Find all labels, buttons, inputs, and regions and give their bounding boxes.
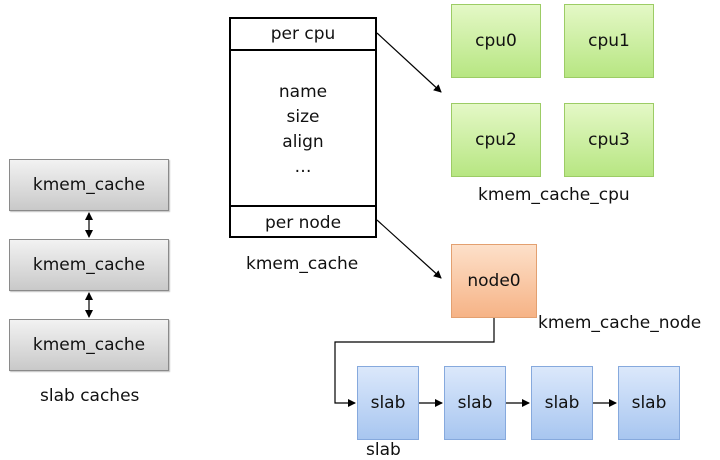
- cpu-box-1: cpu1: [564, 4, 654, 78]
- cpu-label: cpu0: [475, 31, 517, 51]
- kmem-cache-box-2: kmem_cache: [9, 239, 169, 291]
- field-align: align: [282, 132, 324, 152]
- field-name: name: [278, 82, 328, 102]
- cpu-label: cpu2: [475, 130, 517, 150]
- node-label: node0: [467, 271, 521, 291]
- slab-caption: slab: [366, 440, 401, 460]
- slab-box-2: slab: [444, 366, 506, 440]
- slab-caches-caption: slab caches: [40, 386, 140, 406]
- cpu-box-0: cpu0: [451, 4, 541, 78]
- slab-label: slab: [544, 393, 580, 413]
- cpu-label: cpu3: [588, 130, 630, 150]
- kmem-cache-label: kmem_cache: [32, 335, 146, 355]
- cpu-box-2: cpu2: [451, 103, 541, 177]
- cpu-box-3: cpu3: [564, 103, 654, 177]
- per-node-arrow: [376, 219, 442, 279]
- field-ellipsis: …: [294, 157, 312, 177]
- slab-box-1: slab: [357, 366, 419, 440]
- kmem-cache-box-3: kmem_cache: [9, 319, 169, 371]
- slab-label: slab: [631, 393, 667, 413]
- node-box: node0: [451, 244, 537, 318]
- per-node-field: per node: [231, 205, 375, 238]
- slab-label: slab: [370, 393, 406, 413]
- slab-box-4: slab: [618, 366, 680, 440]
- per-cpu-field: per cpu: [231, 19, 375, 51]
- kmem-cache-caption: kmem_cache: [246, 254, 359, 274]
- kmem-cache-struct: per cpu name size align … per node: [229, 17, 377, 238]
- kmem-cache-box-1: kmem_cache: [9, 159, 169, 211]
- kmem-cache-cpu-caption: kmem_cache_cpu: [478, 185, 630, 205]
- node-to-slab-arrow: [334, 318, 495, 407]
- kmem-cache-label: kmem_cache: [32, 255, 146, 275]
- slab-box-3: slab: [531, 366, 593, 440]
- cpu-label: cpu1: [588, 31, 630, 51]
- field-size: size: [286, 107, 320, 127]
- kmem-cache-node-caption: kmem_cache_node: [538, 313, 702, 333]
- per-cpu-arrow: [376, 32, 442, 93]
- slab-label: slab: [457, 393, 493, 413]
- kmem-cache-label: kmem_cache: [32, 175, 146, 195]
